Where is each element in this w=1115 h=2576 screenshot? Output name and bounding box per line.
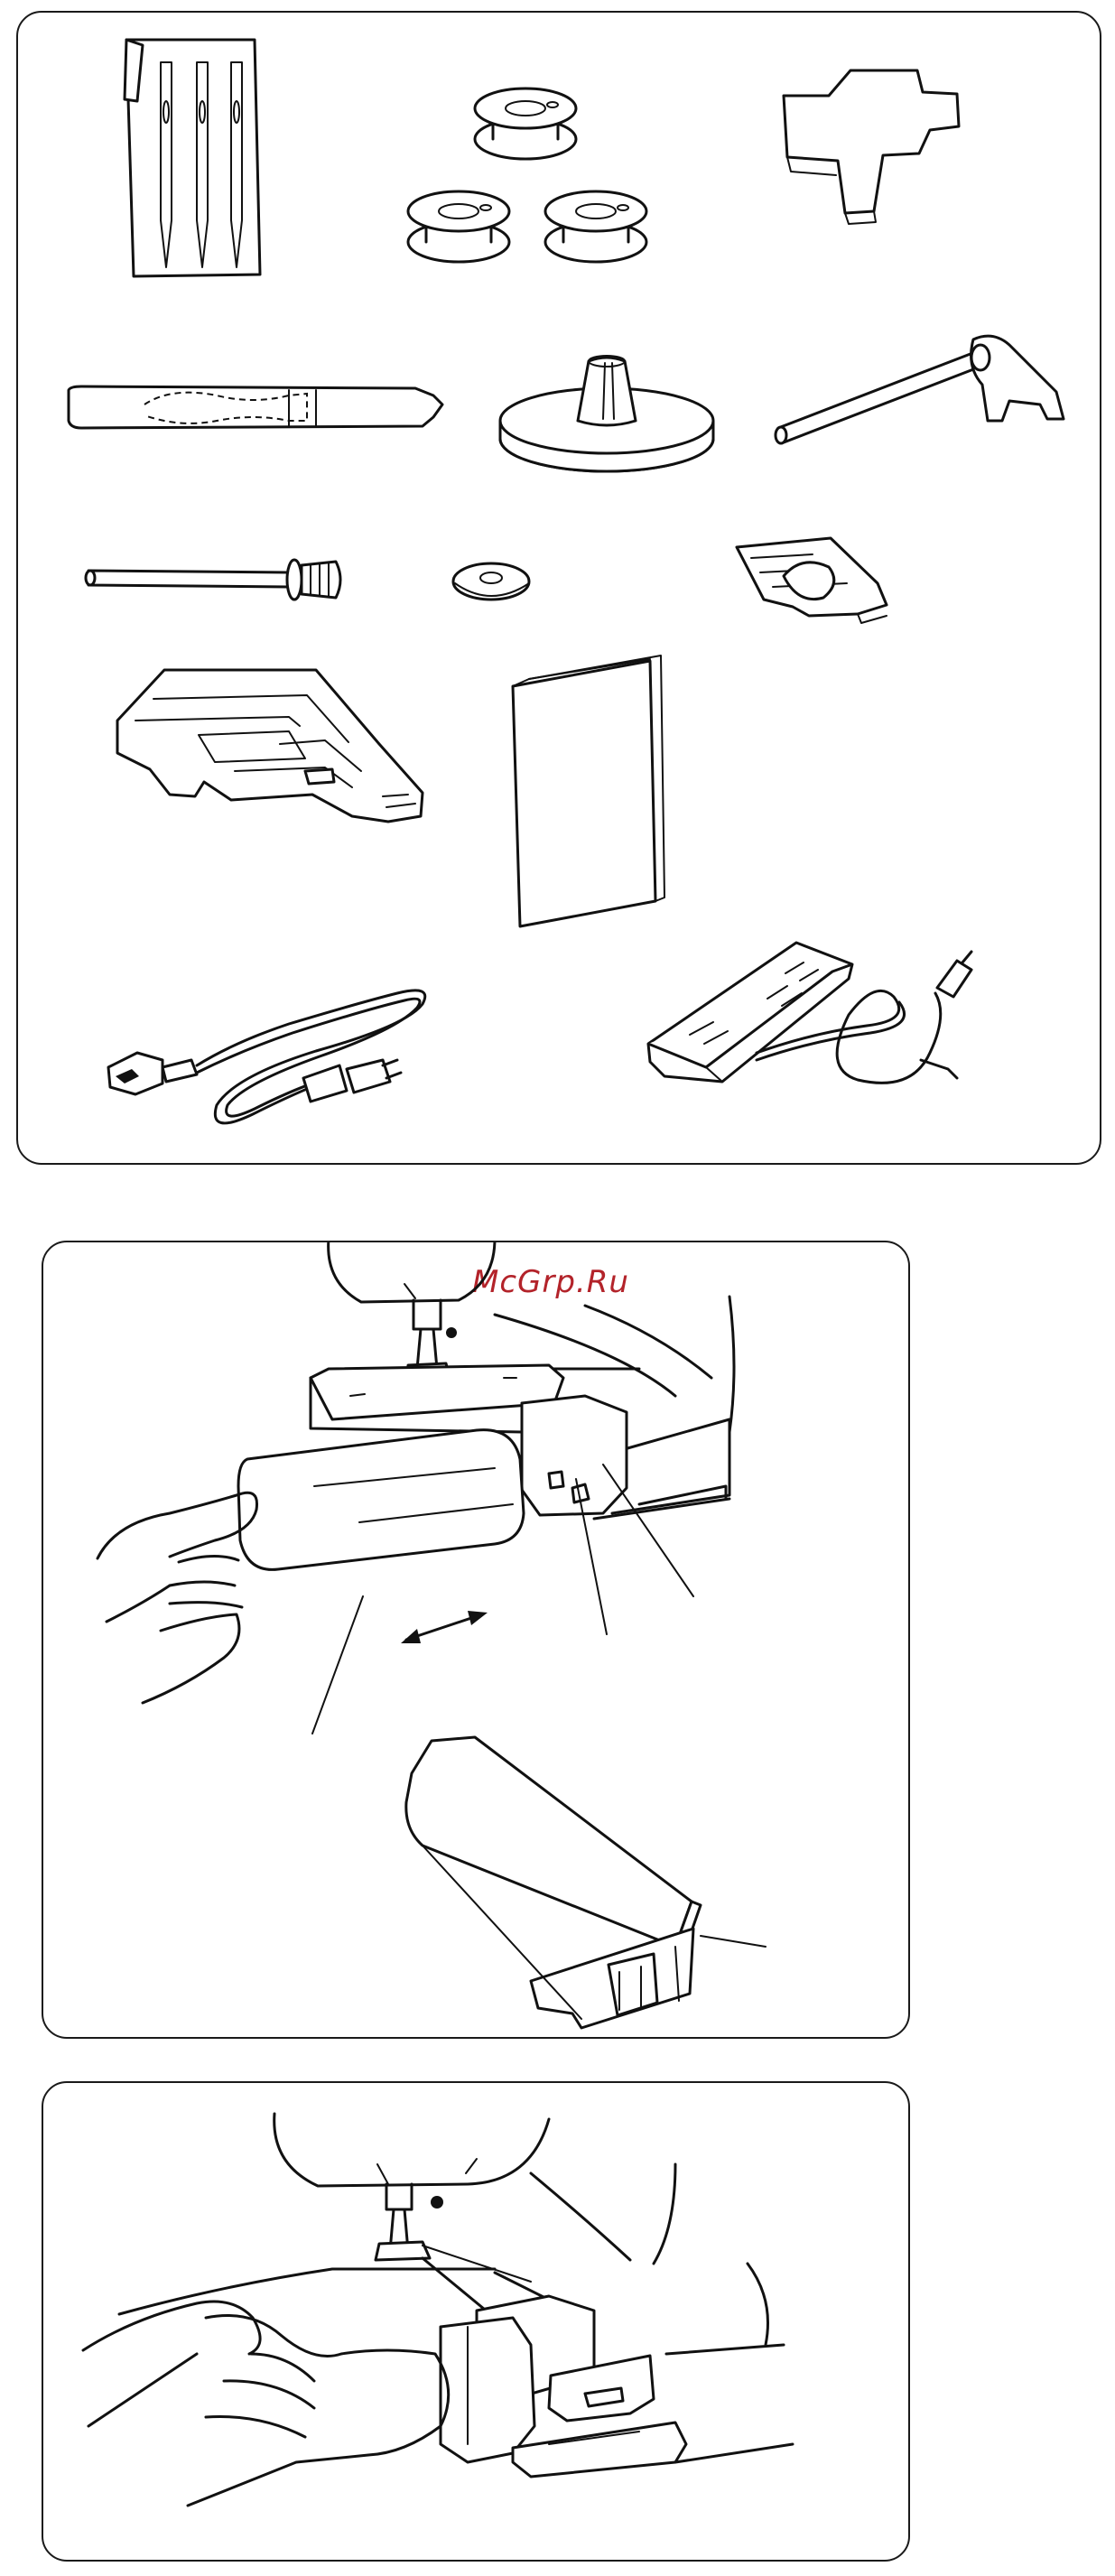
spool-pin xyxy=(776,336,1064,443)
free-arm-illustration xyxy=(43,2083,910,2562)
buttonhole-foot xyxy=(117,670,423,822)
zigzag-foot xyxy=(737,538,887,623)
felt-disk xyxy=(453,563,529,600)
screwdriver xyxy=(784,70,959,224)
spool-holder xyxy=(500,356,713,471)
needles-pack xyxy=(125,40,260,276)
spool-pin-additional xyxy=(86,560,340,600)
seam-ripper xyxy=(69,386,442,428)
foot-control xyxy=(648,943,971,1083)
bobbins xyxy=(408,88,646,262)
free-arm-panel xyxy=(42,2081,910,2562)
accessories-panel xyxy=(16,11,1101,1165)
power-cord xyxy=(108,990,425,1123)
extension-table-illustration xyxy=(43,1242,910,2039)
instruction-book xyxy=(513,656,664,926)
extension-table-panel: McGrp.Ru xyxy=(42,1241,910,2039)
accessories-illustration xyxy=(18,13,1101,1165)
